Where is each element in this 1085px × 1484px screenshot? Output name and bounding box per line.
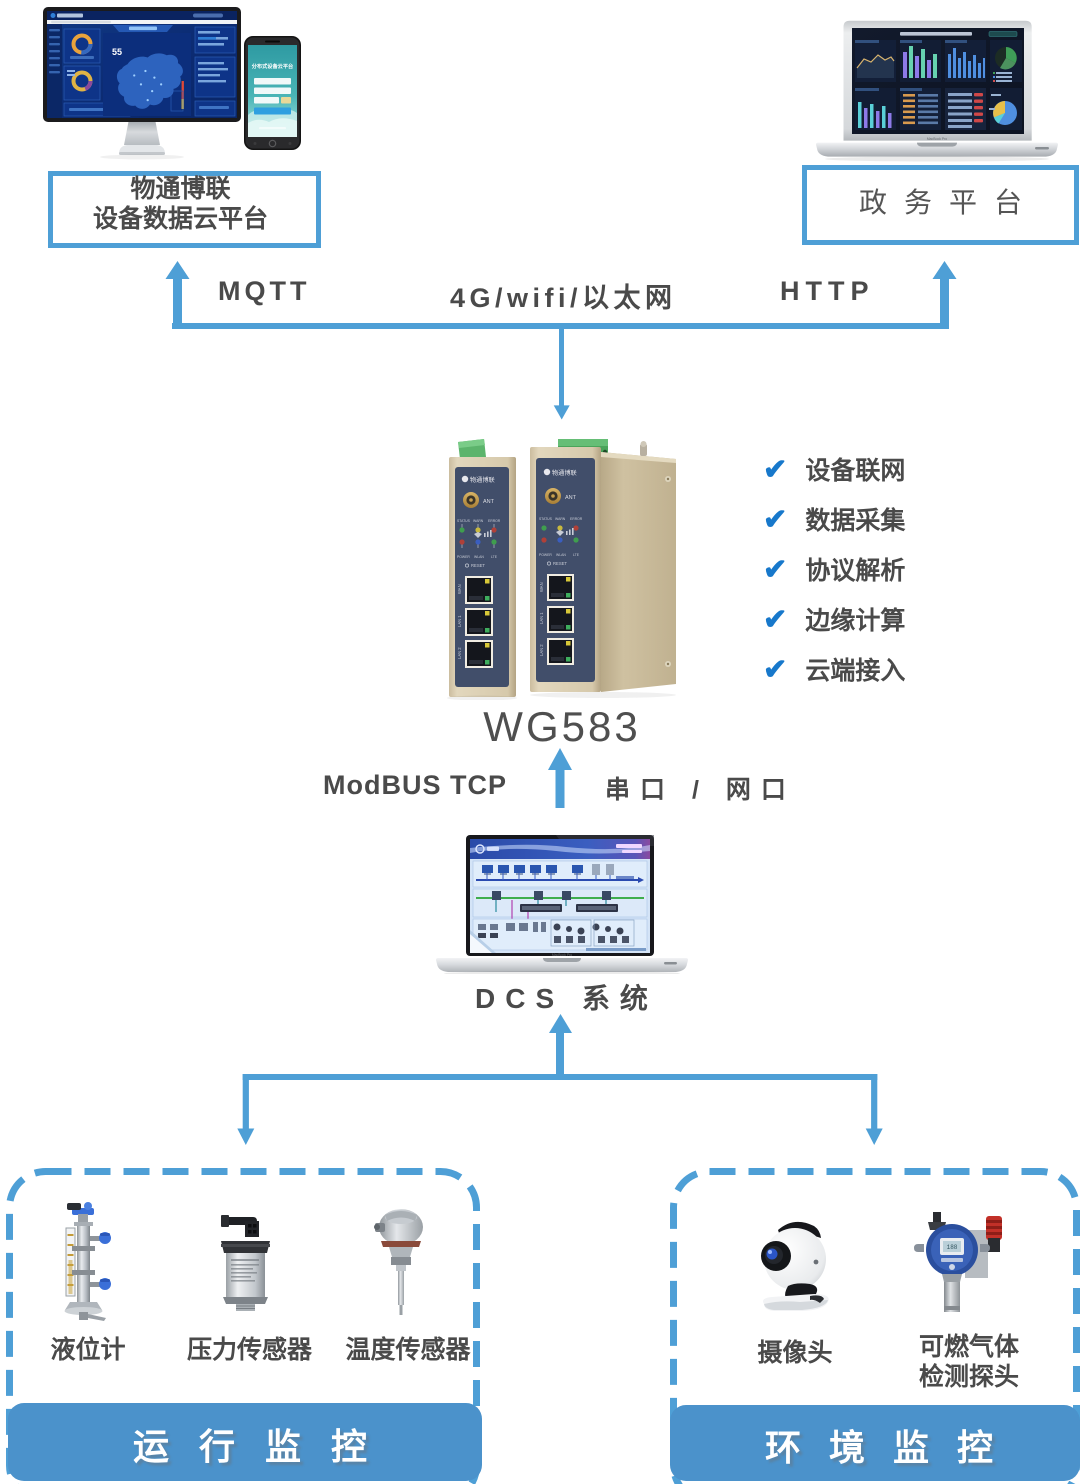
svg-text:MacBook Pro: MacBook Pro: [552, 953, 572, 957]
svg-text:物通博联: 物通博联: [470, 476, 495, 484]
svg-text:WAN: WAN: [457, 584, 462, 594]
svg-text:LAN 1: LAN 1: [539, 612, 544, 624]
svg-text:物通博联: 物通博联: [552, 469, 577, 477]
svg-text:STATUS: STATUS: [539, 517, 553, 521]
svg-text:ANT: ANT: [483, 499, 495, 505]
svg-text:MacBook Pro: MacBook Pro: [927, 137, 947, 141]
svg-text:RESET: RESET: [471, 563, 485, 568]
svg-text:ERROR: ERROR: [488, 519, 501, 523]
svg-text:LAN 2: LAN 2: [457, 647, 462, 659]
svg-text:ANT: ANT: [565, 495, 577, 501]
svg-text:LTE: LTE: [573, 553, 580, 557]
svg-text:WARN: WARN: [555, 517, 566, 521]
svg-text:55: 55: [112, 47, 122, 57]
svg-text:STATUS: STATUS: [457, 519, 471, 523]
svg-text:ERROR: ERROR: [570, 517, 583, 521]
svg-text:POWER: POWER: [539, 553, 552, 557]
svg-text:188: 188: [947, 1244, 958, 1251]
svg-text:POWER: POWER: [457, 555, 470, 559]
svg-text:LTE: LTE: [491, 555, 498, 559]
svg-text:WLAN: WLAN: [474, 555, 484, 559]
svg-text:WAN: WAN: [539, 582, 544, 592]
svg-text:RESET: RESET: [553, 561, 567, 566]
svg-text:WLAN: WLAN: [556, 553, 566, 557]
svg-text:LAN 1: LAN 1: [457, 615, 462, 627]
svg-text:WARN: WARN: [473, 519, 484, 523]
svg-text:LAN 2: LAN 2: [539, 644, 544, 656]
svg-text:分布式设备云平台: 分布式设备云平台: [252, 62, 294, 70]
